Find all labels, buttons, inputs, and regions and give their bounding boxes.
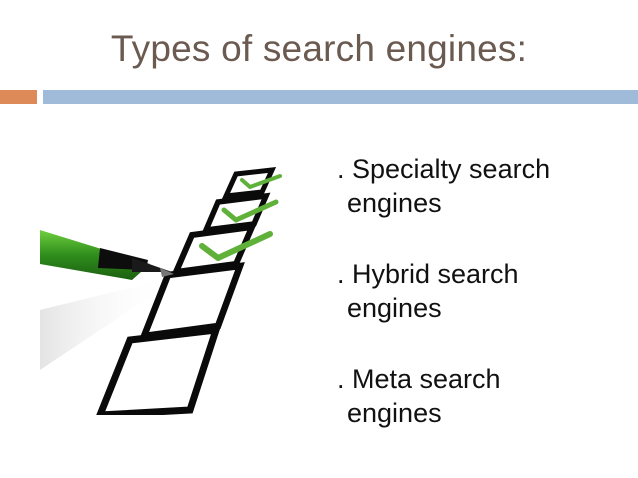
bullet-line: . Specialty search (337, 154, 551, 184)
slide-title: Types of search engines: (110, 28, 528, 69)
accent-bar-right (43, 90, 638, 104)
checkbox-4 (138, 262, 245, 340)
checkbox-1 (221, 167, 277, 199)
bullet-line: . Meta search (337, 364, 501, 394)
check-mark-2 (221, 199, 279, 223)
pen-icon (40, 230, 174, 280)
bullet-line-continuation: engines (347, 398, 442, 428)
checkbox-5 (94, 325, 222, 419)
check-mark-1 (240, 174, 282, 189)
checklist-illustration (40, 160, 300, 419)
bullet-line-continuation: engines (347, 188, 442, 218)
check-mark-3 (199, 231, 273, 261)
accent-bar-left (0, 90, 37, 104)
bullet-item-meta: . Meta search engines (337, 362, 627, 430)
bullet-item-specialty: . Specialty search engines (337, 152, 627, 220)
bullet-line-continuation: engines (347, 293, 442, 323)
checklist-with-pen-icon (40, 167, 282, 419)
bullet-list: . Specialty search engines . Hybrid sear… (337, 152, 627, 467)
bullet-item-hybrid: . Hybrid search engines (337, 257, 627, 325)
bullet-line: . Hybrid search (337, 259, 519, 289)
